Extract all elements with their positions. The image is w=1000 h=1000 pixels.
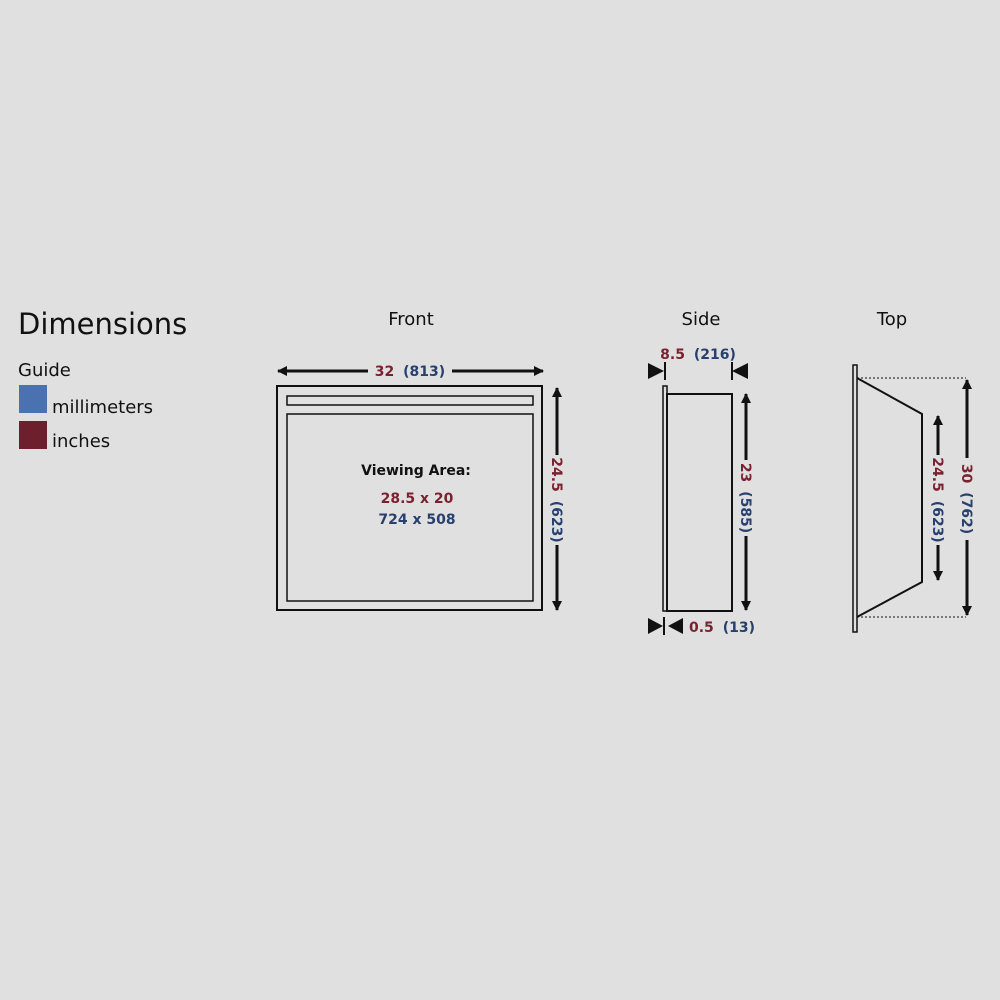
- side-trim-arrow-left: [648, 618, 663, 634]
- side-depth-dimension: 8.5 (216): [660, 347, 736, 363]
- side-depth-inches: 8.5: [660, 347, 685, 363]
- front-height-label-bg: [546, 455, 568, 545]
- legend-label-millimeters: millimeters: [52, 397, 153, 418]
- guide-heading: Guide: [18, 360, 71, 381]
- side-height-mm: (585): [737, 491, 753, 533]
- viewing-area-inches: 28.5 x 20: [381, 491, 454, 507]
- top-inner-width-dimension: 24.5 (623): [929, 457, 945, 542]
- side-height-inches: 23: [737, 463, 753, 482]
- side-height-dimension: 23 (585): [737, 463, 753, 533]
- side-trim-inches: 0.5: [689, 620, 714, 636]
- front-outer-frame: [276, 385, 543, 611]
- front-height-dimension: 24.5 (623): [548, 457, 564, 542]
- page-title: Dimensions: [18, 307, 187, 341]
- side-trim-arrow-right: [668, 618, 683, 634]
- front-width-mm: (813): [403, 364, 445, 380]
- side-depth-arrow-right: [732, 363, 748, 379]
- top-outer-width-mm: (762): [958, 492, 974, 534]
- side-depth-mm: (216): [694, 347, 736, 363]
- top-outer-width-label-bg: [956, 458, 978, 540]
- top-outer-width-dimension: 30 (762): [958, 464, 974, 534]
- top-inner-width-mm: (623): [929, 501, 945, 543]
- front-height-inches: 24.5: [548, 457, 564, 492]
- side-depth-arrow-left: [648, 363, 664, 379]
- side-height-label-bg: [735, 460, 757, 536]
- top-trim-profile: [852, 364, 858, 633]
- front-width-label-bg: [368, 360, 452, 382]
- legend-swatch-millimeters: [19, 385, 47, 413]
- front-top-vent: [286, 395, 534, 406]
- side-view: Side 8.5 (216) 23 (585) 0.5 (13): [648, 309, 757, 636]
- front-viewing-area: [286, 413, 534, 602]
- top-inner-width-inches: 24.5: [929, 457, 945, 492]
- front-height-mm: (623): [548, 501, 564, 543]
- side-body-profile: [666, 393, 733, 612]
- side-trim-dimension: 0.5 (13): [689, 620, 755, 636]
- viewing-area-title: Viewing Area:: [361, 463, 471, 479]
- top-body-profile: [856, 377, 923, 618]
- legend-swatch-inches: [19, 421, 47, 449]
- top-outer-width-inches: 30: [958, 464, 974, 484]
- side-trim-mm: (13): [723, 620, 755, 636]
- top-view: Top 24.5 (623) 30 (762): [852, 309, 978, 633]
- side-view-label: Side: [682, 309, 721, 330]
- top-inner-width-label-bg: [927, 455, 949, 545]
- front-width-inches: 32: [375, 364, 394, 380]
- viewing-area-mm: 724 x 508: [378, 512, 455, 528]
- legend-label-inches: inches: [52, 431, 110, 452]
- front-width-dimension: 32 (813): [375, 364, 445, 380]
- front-view: Front 32 (813) Viewing Area: 28.5 x 20 7…: [276, 309, 568, 612]
- front-view-label: Front: [388, 309, 434, 330]
- top-view-label: Top: [876, 309, 907, 330]
